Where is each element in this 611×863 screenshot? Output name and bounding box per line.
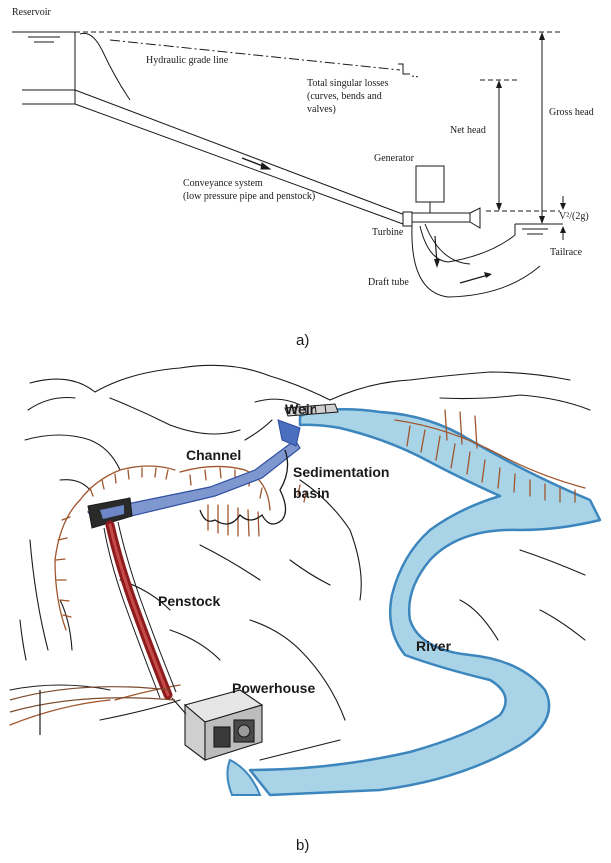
draft-tube [420,224,515,262]
sedimentation-label-2: basin [293,485,330,501]
weir-label: Weir [285,401,316,417]
turbine-body [403,212,412,226]
singular-losses-step [398,64,410,74]
panel-b-caption: b) [296,837,309,854]
panel-a-labels: Reservoir Hydraulic grade line Total sin… [12,7,594,349]
powerhouse-label: Powerhouse [232,680,315,696]
channel-label: Channel [186,447,241,463]
conveyance-label-2: (low pressure pipe and penstock) [183,191,315,202]
entrance-loss-curve [80,33,130,100]
sedimentation-label-1: Sedimentation [293,464,389,480]
power-line [10,687,175,735]
river-label: River [416,638,452,654]
velocity-head-label: V²/(2g) [559,211,589,222]
net-head-label: Net head [450,125,486,136]
singular-losses-label-1: Total singular losses [307,78,389,89]
generator-label: Generator [374,153,415,164]
generator-box [416,166,444,202]
powerhouse-building [172,690,262,760]
conveyance-pipe [75,90,405,224]
penstock-pipe [104,522,176,698]
hydraulic-grade-line-label: Hydraulic grade line [146,55,229,66]
draft-tube-label: Draft tube [368,277,409,288]
singular-losses-label-3: valves) [307,104,336,115]
gross-head-label: Gross head [549,107,594,118]
reservoir [12,32,75,104]
conveyance-label-1: Conveyance system [183,178,263,189]
panel-a-caption: a) [296,332,309,349]
river [227,409,600,795]
panel-b-illustration [10,365,600,795]
reservoir-label: Reservoir [12,7,52,18]
tailrace-label: Tailrace [550,247,583,258]
penstock-label: Penstock [158,593,220,609]
turbine-label: Turbine [372,227,404,238]
draft-flow-arrow-right [460,275,488,283]
panel-a-schematic [12,32,566,297]
singular-losses-label-2: (curves, bends and [307,91,382,102]
flow-arrow [242,158,270,169]
